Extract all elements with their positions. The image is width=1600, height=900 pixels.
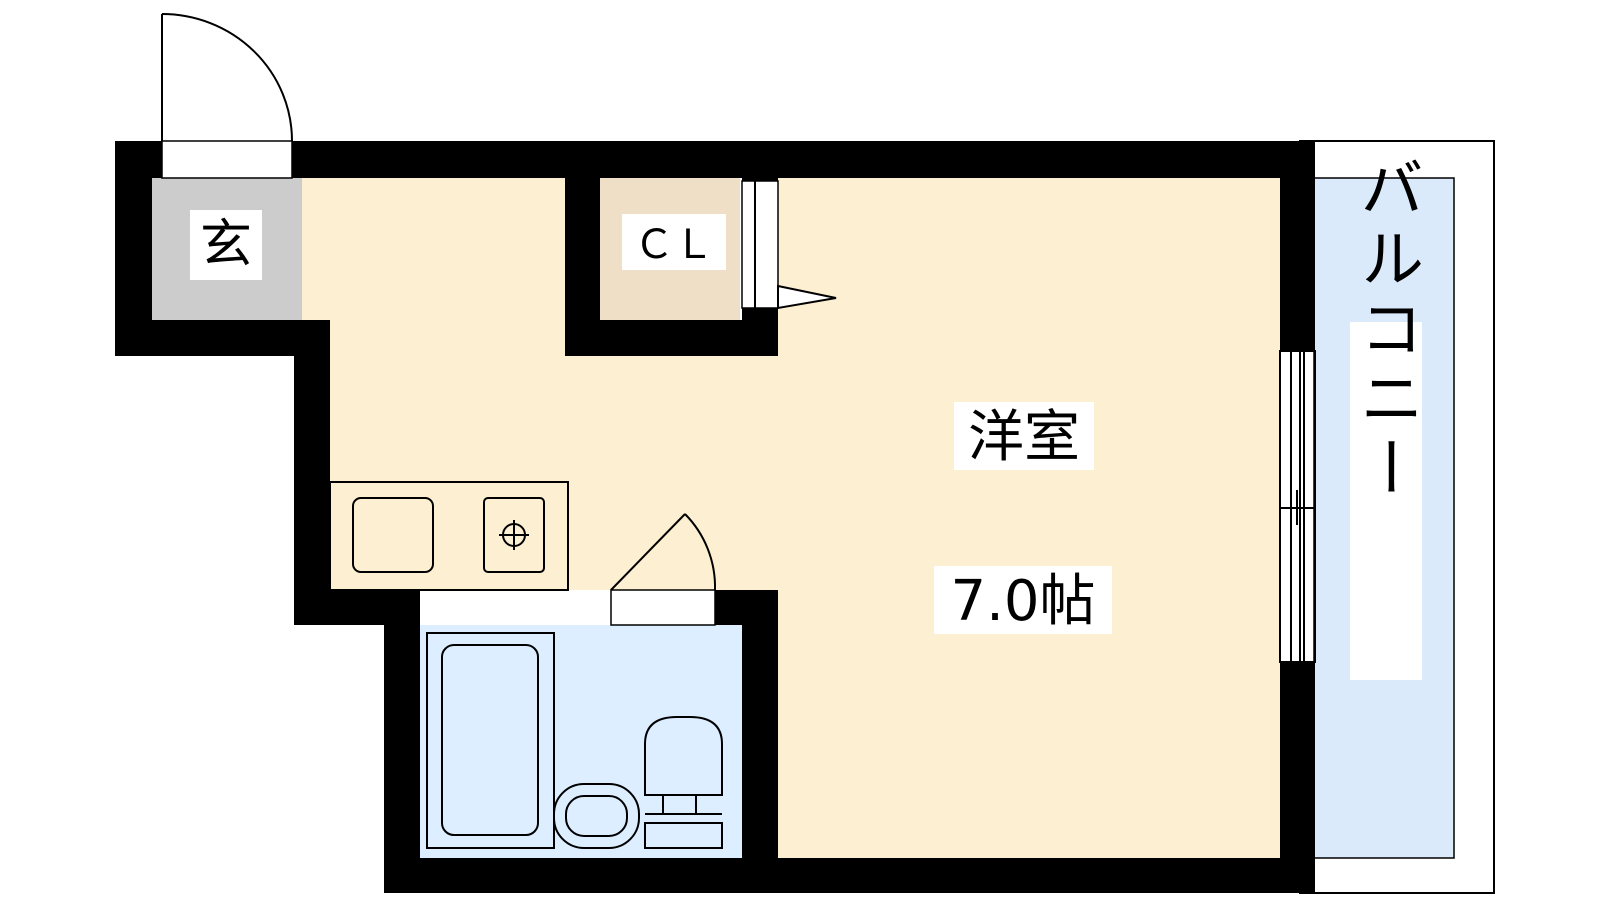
closet-label-bg — [622, 214, 726, 270]
wall-closet-right — [742, 141, 778, 181]
bath-door — [610, 513, 717, 626]
counter — [329, 481, 569, 591]
room-name: 洋室 — [968, 405, 1080, 470]
western-room-floor — [292, 178, 1280, 858]
balcony-label: バルコニー — [1349, 155, 1423, 505]
entrance-door-swing — [161, 13, 293, 142]
room-size-bg — [934, 566, 1112, 634]
bath-floor — [420, 625, 742, 858]
room-name-bg — [954, 402, 1094, 470]
bath-fixtures — [426, 632, 723, 849]
bath-door-opening — [610, 589, 716, 626]
balcony-window — [1279, 350, 1316, 663]
sink — [352, 497, 434, 573]
bathtub — [426, 632, 555, 849]
bath-door-leaf — [610, 513, 686, 591]
closet-label: ＣＬ — [634, 222, 714, 268]
labels: 玄 ＣＬ 洋室 7.0帖 バルコニー — [190, 155, 1423, 680]
room-size: 7.0帖 — [950, 569, 1095, 634]
wall-bath-left — [384, 590, 420, 893]
floors — [152, 178, 1454, 858]
wall-right-bottom — [1280, 662, 1315, 893]
wall-right-top — [1280, 141, 1315, 351]
closet-door — [741, 180, 837, 310]
closet-door-leaf — [777, 284, 837, 310]
toilet-tank — [644, 822, 723, 849]
balcony-outline — [1299, 140, 1495, 894]
entrance-label: 玄 — [200, 215, 252, 275]
wall-bottom — [384, 858, 1314, 893]
balcony-inner — [1313, 177, 1455, 859]
bathtub-inner — [441, 644, 539, 836]
wall-kitchen-left — [294, 320, 330, 625]
entrance-door-opening — [161, 140, 293, 179]
closet-door-opening — [741, 180, 779, 309]
bath-door-swing — [684, 513, 717, 591]
balcony-label-bg — [1350, 322, 1422, 680]
walls — [115, 141, 1315, 893]
wall-bath-right — [742, 590, 778, 893]
entrance-door — [161, 13, 293, 179]
washbasin — [553, 783, 640, 849]
stove — [483, 497, 545, 573]
washbasin-inner — [565, 795, 628, 837]
kitchen-counter — [329, 481, 569, 591]
toilet-bowl — [644, 716, 723, 796]
wall-top — [115, 141, 1315, 178]
entrance-label-bg — [190, 210, 262, 280]
wall-closet-right-low — [742, 308, 778, 356]
